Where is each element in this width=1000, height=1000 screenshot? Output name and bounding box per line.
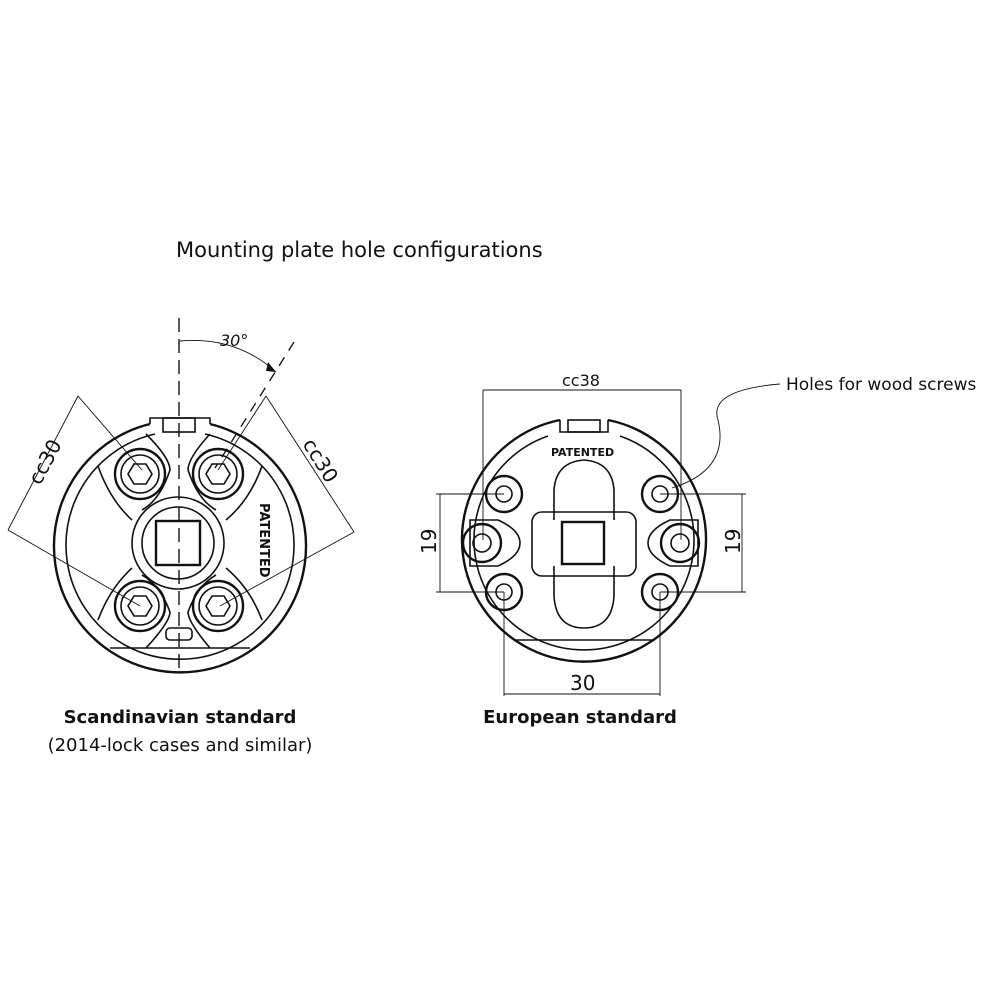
scandinavian-plate: 30° — [7, 318, 355, 674]
eu-dim-19-left-label: 19 — [417, 529, 441, 554]
scan-strut-tl — [141, 433, 171, 511]
scan-square-hole — [154, 519, 202, 567]
european-plate: PATENTED cc38 19 19 30 Holes for wood s — [417, 371, 976, 696]
eu-dim-19-right-label: 19 — [721, 529, 745, 554]
eu-hole-ml — [461, 522, 503, 564]
scan-dim-left — [7, 395, 79, 531]
scan-top-tab — [149, 417, 211, 424]
eu-inner-outline — [473, 435, 695, 651]
scan-hub-outer — [131, 496, 225, 590]
eu-lug-left — [469, 519, 521, 567]
scan-rib-right-top — [225, 465, 263, 521]
scan-top-notch — [162, 417, 196, 433]
eu-hub-top — [553, 459, 615, 520]
eu-outer-body — [460, 418, 708, 663]
page-title: Mounting plate hole configurations — [176, 238, 543, 262]
scan-angle-line — [214, 341, 295, 469]
eu-hub-bottom — [553, 566, 615, 629]
eu-stamp: PATENTED — [551, 446, 614, 459]
scan-screw-tr — [191, 447, 245, 501]
eu-dim-cc38-label: cc38 — [562, 371, 600, 390]
scan-strut-bl — [141, 574, 171, 649]
scan-dim-right — [265, 395, 355, 533]
scan-stamp: PATENTED — [256, 503, 271, 578]
scan-strut-br — [187, 574, 217, 649]
scan-bottom-slot — [165, 627, 193, 641]
scan-strut-tr — [187, 433, 217, 511]
scan-rib-left-top — [97, 465, 133, 521]
scan-screw-bl — [113, 579, 167, 633]
eu-callout-leader — [671, 383, 781, 489]
eu-dim-30-label: 30 — [570, 671, 595, 695]
scan-angle-label: 30° — [220, 331, 248, 350]
eu-callout-label: Holes for wood screws — [786, 375, 976, 395]
scan-outer-body — [52, 422, 308, 674]
scan-hub-inner — [141, 506, 215, 580]
scan-angle-arrow — [266, 362, 276, 372]
eu-square-hole — [560, 520, 606, 566]
scan-caption-subtitle: (2014-lock cases and similar) — [47, 735, 313, 756]
eu-hub-mid — [531, 511, 637, 577]
scan-screw-br — [191, 579, 245, 633]
eu-lug-right — [647, 519, 699, 567]
scan-caption-title: Scandinavian standard — [63, 707, 297, 728]
scan-ext-tl — [77, 395, 143, 471]
eu-top-notch — [567, 419, 601, 433]
eu-caption-title: European standard — [483, 707, 677, 728]
scan-ext-br — [219, 531, 355, 607]
eu-hole-mr — [659, 522, 701, 564]
scan-dim-left-label: cc30 — [23, 435, 66, 488]
scan-ext-tr — [217, 395, 267, 471]
scan-ext-bl — [7, 529, 141, 607]
scan-angle-arc — [179, 339, 277, 373]
scan-rib-left-bot — [97, 567, 133, 621]
scan-dim-right-label: cc30 — [298, 434, 343, 487]
scan-inner-outline — [65, 433, 295, 660]
scan-screw-tl — [113, 447, 167, 501]
